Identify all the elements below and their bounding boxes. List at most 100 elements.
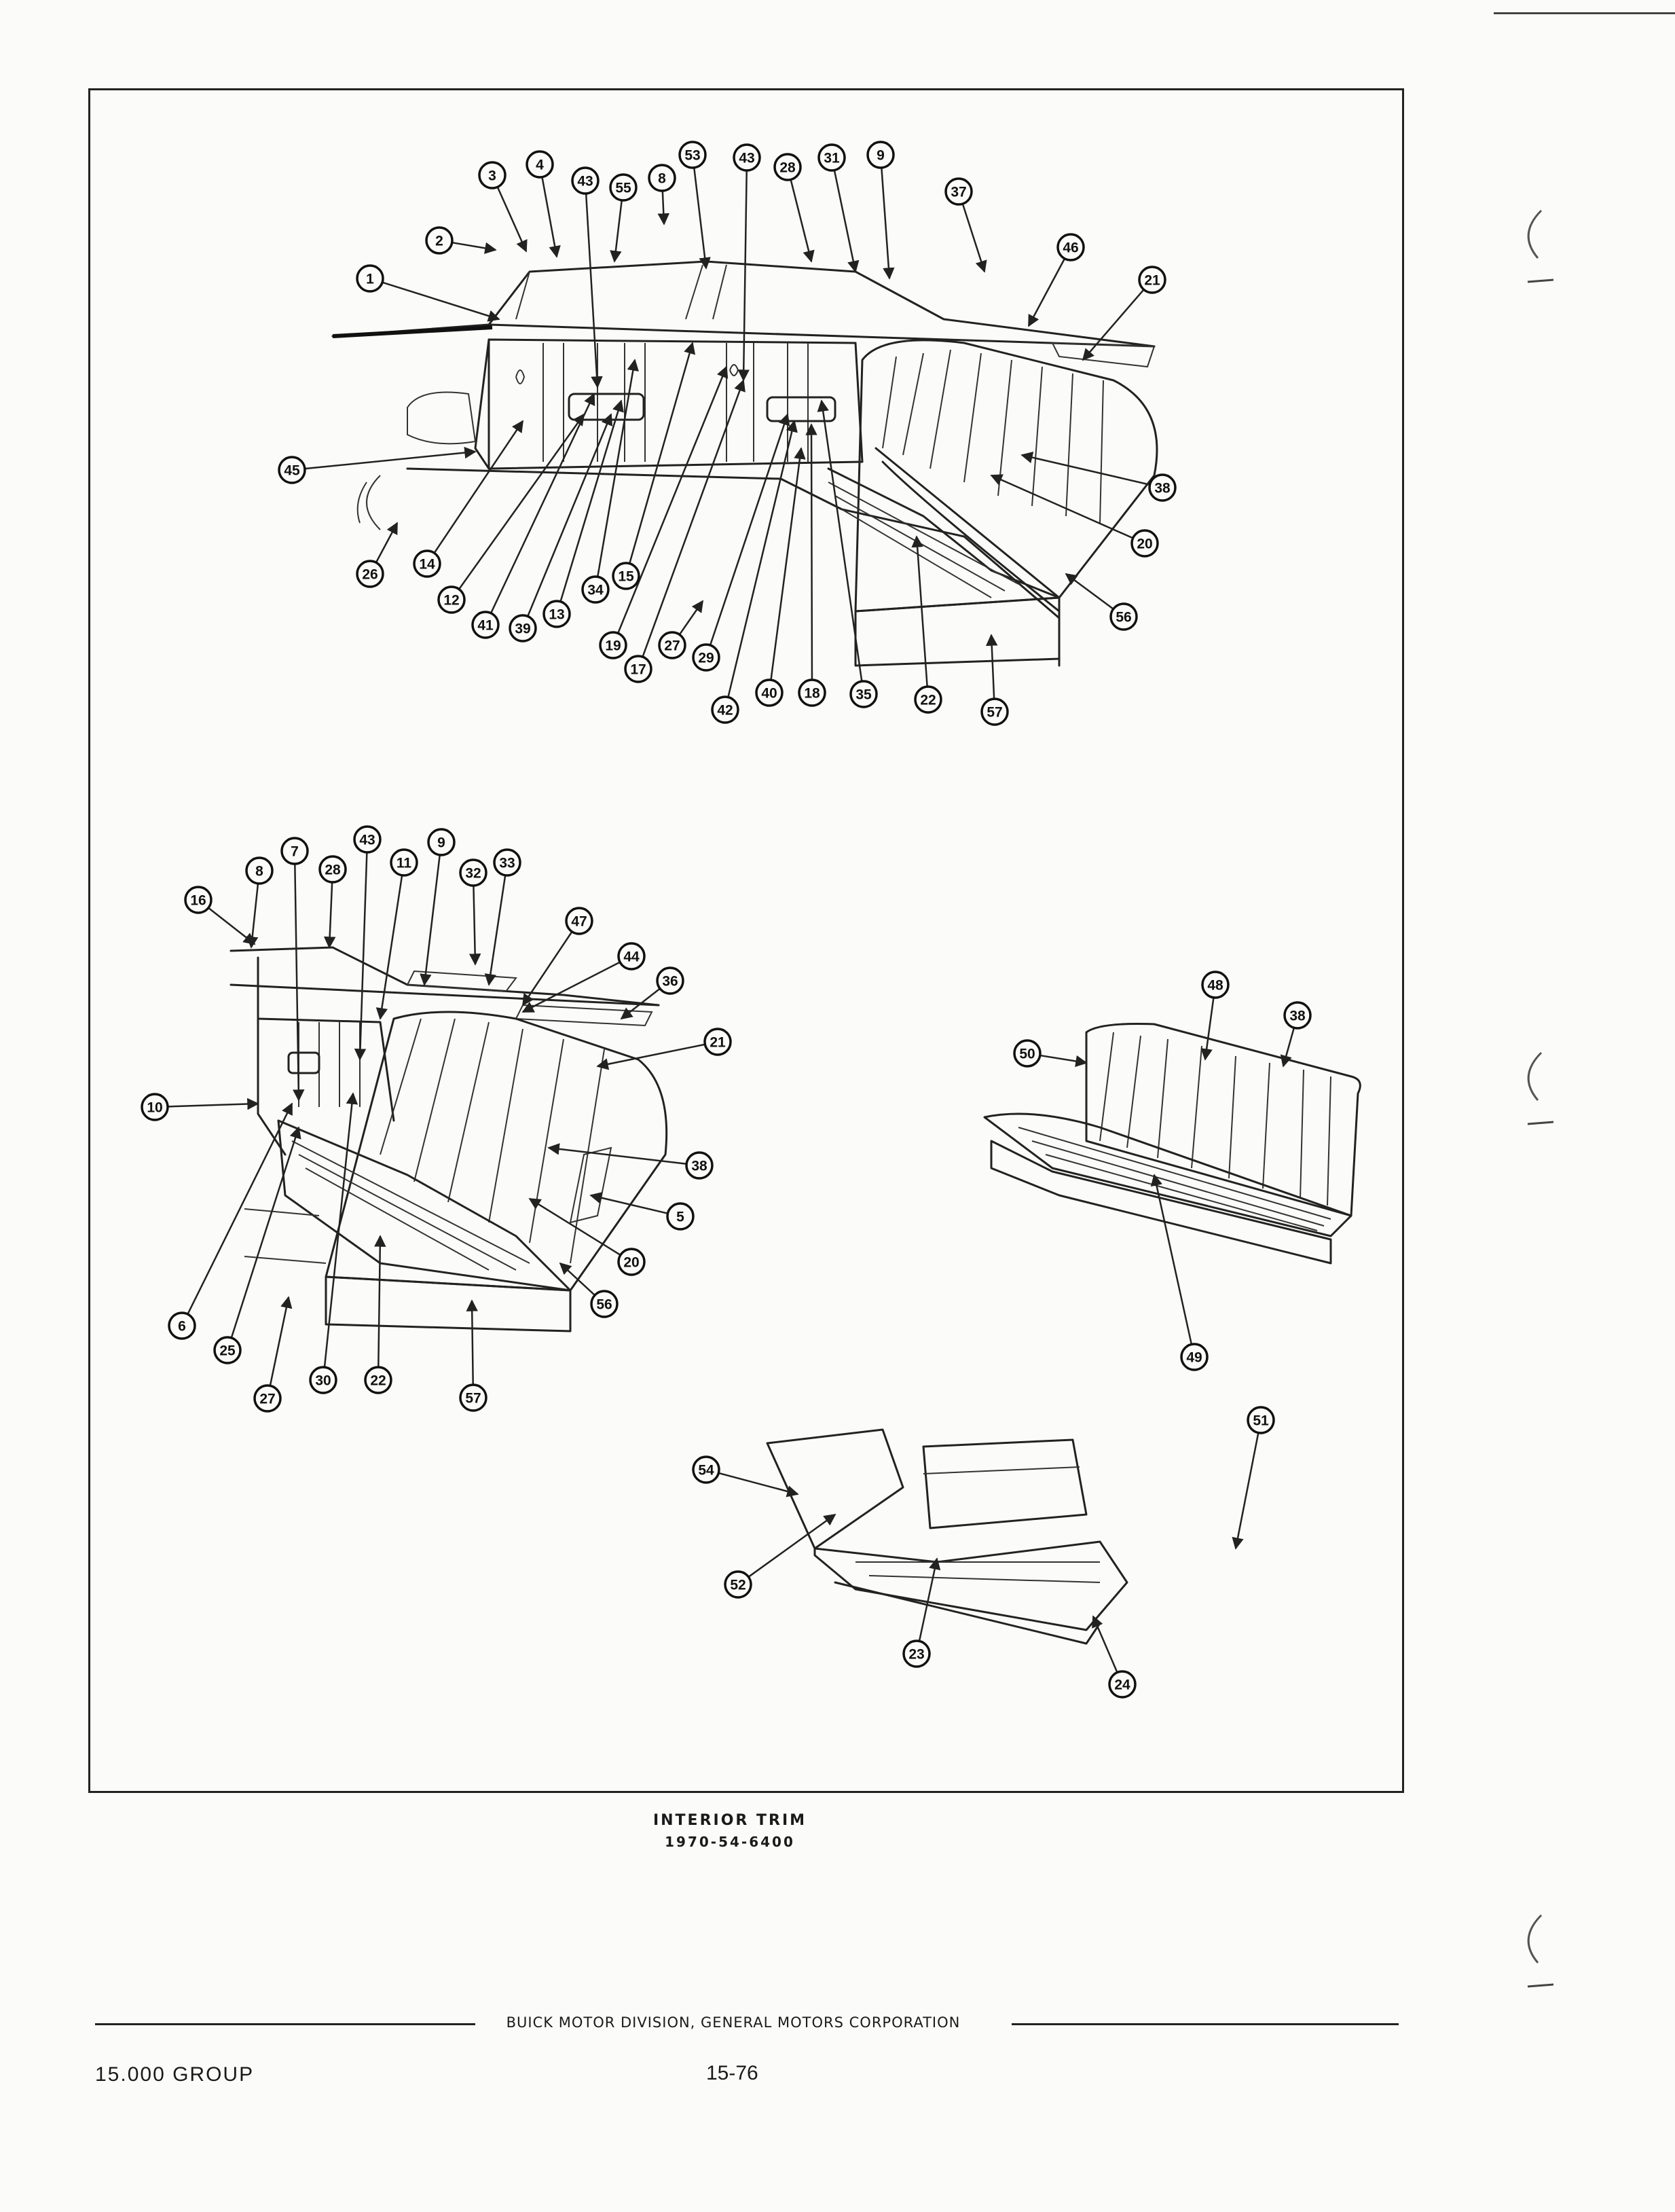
callout-19: 19 <box>599 631 627 659</box>
callout-circle <box>617 1248 646 1276</box>
callout-circle <box>658 631 686 659</box>
callout-13: 13 <box>542 600 571 628</box>
callout-number: 28 <box>325 863 341 878</box>
callout-11: 11 <box>390 848 418 877</box>
callout-leader-line <box>727 420 798 697</box>
callout-number: 56 <box>1116 610 1131 625</box>
callout-circle <box>278 456 306 484</box>
callout-8: 8 <box>648 164 676 192</box>
callout-circle <box>184 886 213 914</box>
callout-number: 5 <box>676 1210 684 1225</box>
callout-43: 43 <box>571 166 600 195</box>
callout-number: 13 <box>549 607 564 623</box>
callout-circle <box>590 1290 619 1318</box>
page-number: 15-76 <box>706 2062 758 2084</box>
callout-38: 38 <box>1283 1001 1312 1030</box>
callout-circle <box>1180 1343 1209 1371</box>
callout-number: 25 <box>219 1343 236 1359</box>
callout-leader-line <box>528 1197 621 1256</box>
callout-number: 56 <box>596 1297 612 1313</box>
callout-number: 55 <box>615 181 631 196</box>
callout-leader-line <box>1065 573 1113 610</box>
callout-circle <box>1148 473 1177 502</box>
callout-number: 3 <box>488 168 496 184</box>
callout-50: 50 <box>1013 1039 1042 1068</box>
callout-leader-line <box>679 600 704 635</box>
callout-55: 55 <box>609 173 638 202</box>
footer-rule-left <box>95 2023 475 2025</box>
callout-number: 15 <box>618 569 634 585</box>
callout-leader-line <box>748 1513 836 1578</box>
callout-number: 16 <box>190 893 206 909</box>
callout-number: 35 <box>855 687 872 703</box>
callout-number: 40 <box>761 686 777 702</box>
callout-57: 57 <box>980 697 1009 726</box>
callout-leader-line <box>374 1235 386 1367</box>
callout-circle <box>678 141 707 169</box>
bench-seat-view <box>983 1023 1361 1265</box>
callout-circle <box>309 1366 337 1394</box>
callout-circle <box>141 1093 169 1121</box>
callout-3: 3 <box>478 161 507 189</box>
callout-27: 27 <box>658 631 686 659</box>
callout-circle <box>849 680 878 708</box>
callout-number: 53 <box>684 148 700 164</box>
callout-number: 2 <box>435 234 443 249</box>
callout-number: 42 <box>717 703 733 719</box>
callout-number: 39 <box>515 621 530 637</box>
callout-leader-line <box>1092 1615 1118 1673</box>
callout-circle <box>427 828 456 856</box>
callout-circle <box>571 166 600 195</box>
callout-leader-line <box>597 359 639 577</box>
callout-circle <box>471 611 500 639</box>
callout-circle <box>902 1639 931 1668</box>
callout-21: 21 <box>1138 266 1166 294</box>
callout-leader-line <box>354 852 368 1061</box>
callout-circle <box>356 264 384 293</box>
callout-circle <box>773 153 802 181</box>
callout-circle <box>425 226 454 255</box>
callout-leader-line <box>589 1192 667 1214</box>
callout-number: 8 <box>255 864 263 880</box>
binder-hole-mark <box>1527 1914 1554 1988</box>
callout-36: 36 <box>656 966 684 995</box>
callout-circle <box>624 655 652 683</box>
callout-42: 42 <box>711 695 739 724</box>
callout-circle <box>459 858 487 887</box>
callout-5: 5 <box>666 1202 695 1231</box>
callout-number: 36 <box>662 974 678 990</box>
callout-leader-line <box>911 535 928 687</box>
callout-circle <box>866 141 895 169</box>
callout-number: 33 <box>499 856 515 871</box>
callout-circle <box>478 161 507 189</box>
callout-14: 14 <box>413 549 441 578</box>
callout-38: 38 <box>685 1151 714 1180</box>
callout-circle <box>944 177 973 206</box>
callout-number: 50 <box>1019 1047 1035 1062</box>
callout-38: 38 <box>1148 473 1177 502</box>
callout-leader-line <box>375 875 403 1020</box>
callout-leader-line <box>230 1126 301 1338</box>
callout-circle <box>1056 233 1085 261</box>
callout-number: 27 <box>259 1392 275 1407</box>
callout-number: 30 <box>315 1373 331 1389</box>
callout-9: 9 <box>427 828 456 856</box>
diagram-frame <box>88 88 1404 1793</box>
callout-number: 26 <box>362 567 378 583</box>
callout-circle <box>609 173 638 202</box>
figure-caption-code: 1970-54-6400 <box>665 1834 795 1850</box>
callout-circle <box>245 856 274 885</box>
callout-number: 41 <box>477 618 494 634</box>
callout-circle <box>755 678 784 707</box>
callout-leader-line <box>1020 452 1149 486</box>
callout-number: 44 <box>623 949 640 965</box>
callout-number: 32 <box>465 866 481 882</box>
callout-circle <box>692 1455 720 1484</box>
callout-24: 24 <box>1108 1670 1137 1699</box>
callout-37: 37 <box>944 177 973 206</box>
callout-circle <box>617 942 646 971</box>
callout-28: 28 <box>318 855 347 884</box>
callout-number: 4 <box>536 158 544 173</box>
callout-number: 43 <box>359 833 375 848</box>
callout-leader-line <box>642 379 746 657</box>
